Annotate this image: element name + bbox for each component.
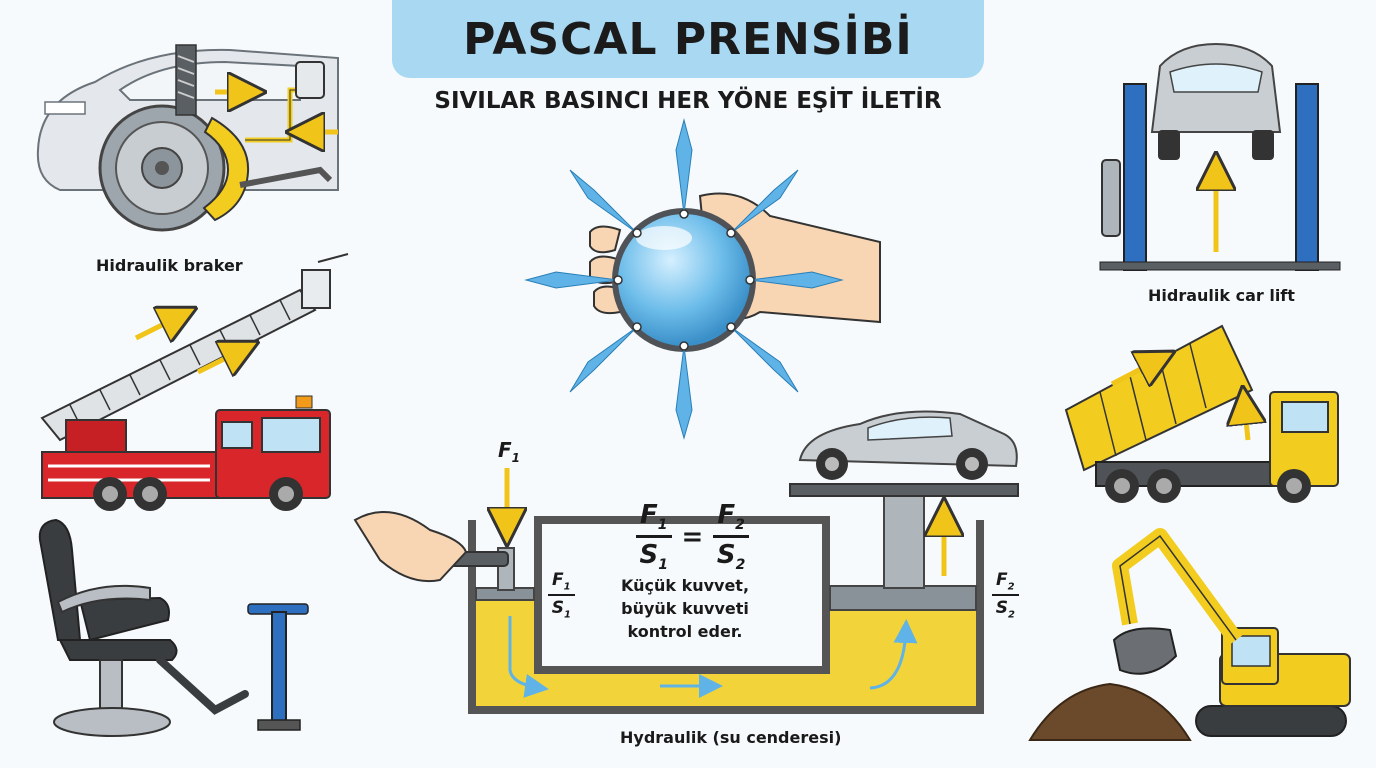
excavator-icon bbox=[1028, 528, 1351, 741]
car-brake-icon bbox=[36, 44, 339, 232]
label-brake: Hidraulik braker bbox=[96, 256, 243, 275]
page-subtitle: SIVILAR BASINCI HER YÖNE EŞİT İLETİR bbox=[434, 88, 942, 114]
label-press: Hydraulik (su cenderesi) bbox=[620, 728, 842, 747]
force-f1-letter: F bbox=[498, 438, 512, 462]
fire-truck-ladder-icon bbox=[40, 253, 349, 511]
label-car-lift: Hidraulik car lift bbox=[1148, 286, 1295, 305]
hydraulic-press-icon bbox=[353, 410, 1019, 714]
water-sphere-icon bbox=[524, 118, 881, 440]
small-fraction-left: F1 S1 bbox=[548, 570, 575, 621]
barber-chair-icon bbox=[38, 518, 249, 737]
formula-equals: = bbox=[681, 521, 704, 552]
force-f1-sub: 1 bbox=[511, 451, 521, 465]
hand-pump-icon bbox=[247, 603, 309, 731]
formula-right-fraction: F2 S2 bbox=[713, 500, 749, 573]
car-lift-icon bbox=[1099, 42, 1341, 271]
pascal-formula: F1 S1 = F2 S2 bbox=[636, 500, 749, 573]
note-line-1: Küçük kuvvet, bbox=[620, 576, 750, 595]
small-fraction-right: F2 S2 bbox=[992, 570, 1019, 621]
page-title: PASCAL PRENSİBİ bbox=[463, 13, 913, 65]
force-f1-label: F1 bbox=[498, 438, 520, 465]
note-line-3: kontrol eder. bbox=[627, 622, 743, 641]
dump-truck-icon bbox=[1064, 324, 1339, 503]
explanation-note: Küçük kuvvet, büyük kuvveti kontrol eder… bbox=[600, 574, 770, 643]
formula-left-fraction: F1 S1 bbox=[636, 500, 672, 573]
note-line-2: büyük kuvveti bbox=[621, 599, 749, 618]
title-banner: PASCAL PRENSİBİ bbox=[392, 0, 984, 78]
